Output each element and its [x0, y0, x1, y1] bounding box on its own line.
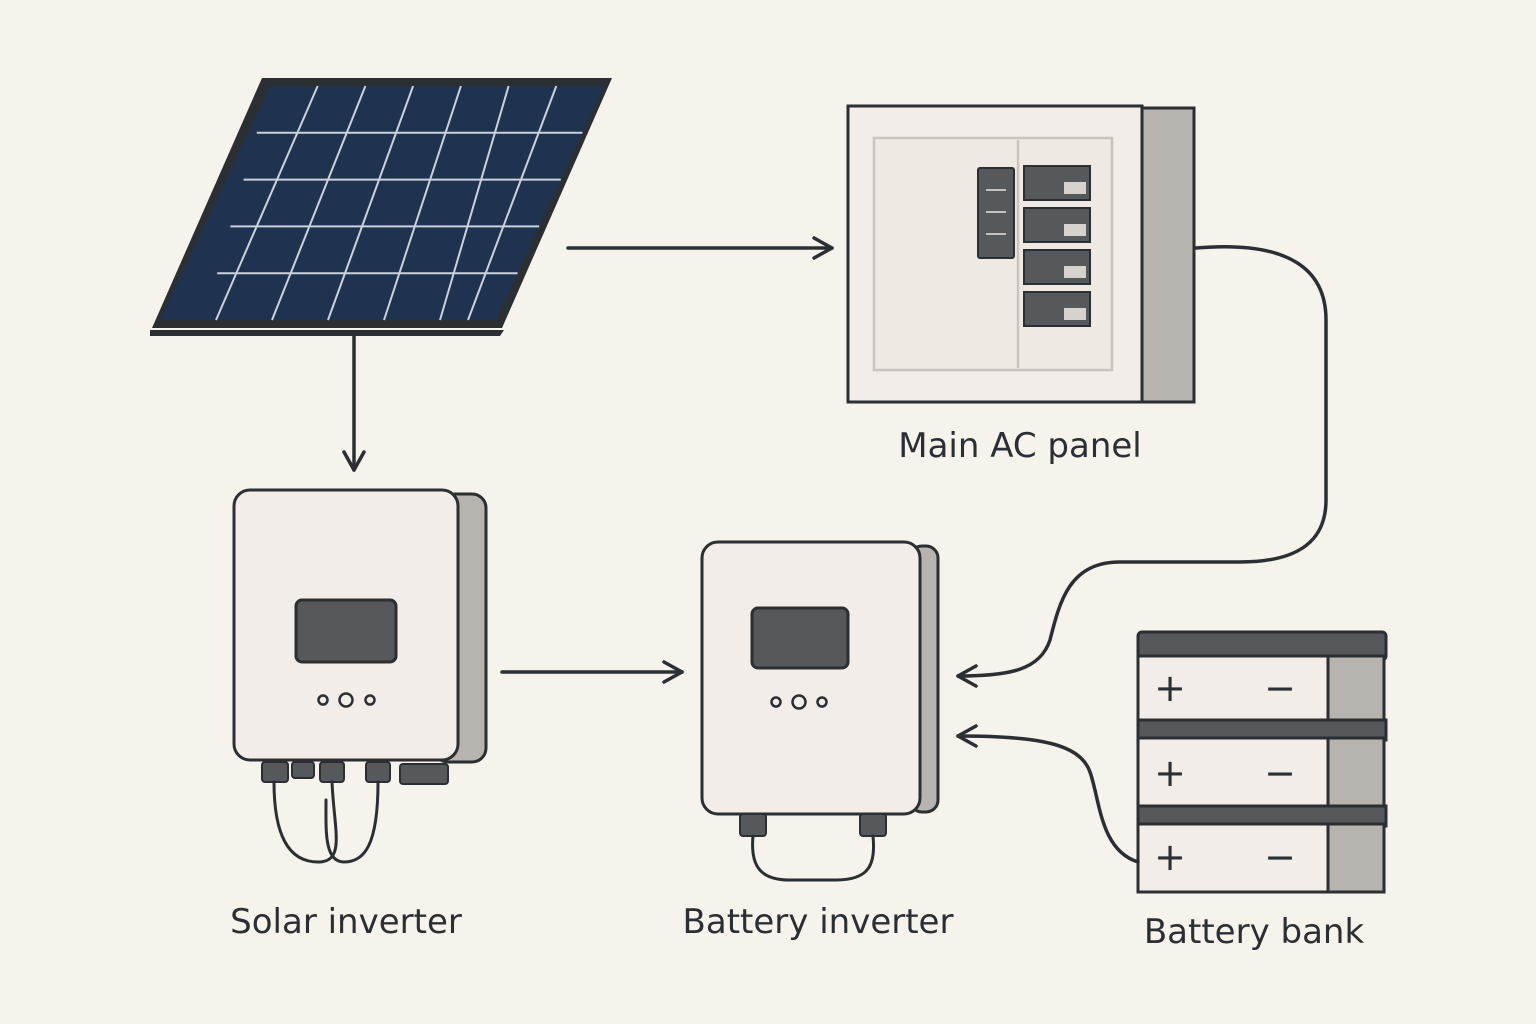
- battery-inverter-label: Battery inverter: [682, 902, 954, 942]
- solar-inverter-label: Solar inverter: [230, 902, 462, 942]
- battery-plus-terminal: +: [1154, 751, 1186, 795]
- inverter-icon: [232, 488, 488, 864]
- edge-battery-bank-to-battery-inverter: [956, 724, 1140, 864]
- inverter-icon: [700, 540, 940, 882]
- battery-stack-icon: [1136, 630, 1388, 894]
- battery-plus-terminal: +: [1154, 666, 1186, 710]
- battery-minus-terminal: −: [1264, 751, 1296, 795]
- edge-main-ac-panel-to-battery-inverter: [956, 245, 1328, 688]
- battery-bank-label: Battery bank: [1143, 912, 1365, 952]
- solar-panel-icon: [150, 78, 612, 336]
- battery-plus-terminal: +: [1154, 835, 1186, 879]
- breaker-panel-icon: [846, 104, 1196, 404]
- main-ac-panel-label: Main AC panel: [898, 426, 1142, 466]
- battery-minus-terminal: −: [1264, 666, 1296, 710]
- battery-minus-terminal: −: [1264, 835, 1296, 879]
